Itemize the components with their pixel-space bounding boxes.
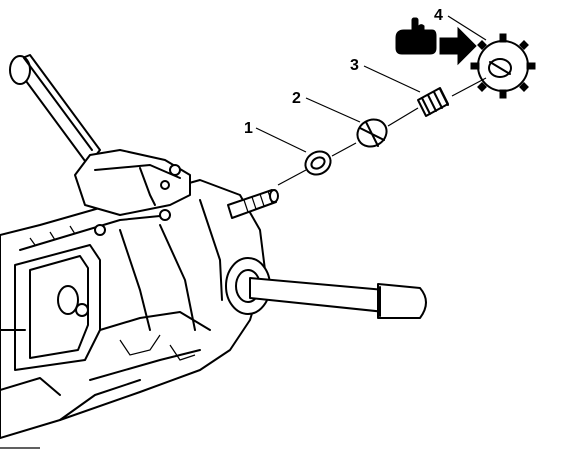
upper-bracket — [74, 149, 191, 216]
leader-3 — [363, 65, 421, 93]
direction-arrow-icon — [439, 26, 477, 66]
leader-1 — [255, 127, 307, 153]
callout-4: 4 — [434, 7, 443, 24]
upper-lever — [9, 54, 101, 166]
callout-1: 1 — [244, 120, 253, 137]
part-2-cam — [331, 118, 388, 157]
steering-shaft — [227, 189, 279, 219]
leader-2 — [305, 97, 361, 123]
column-housing — [0, 179, 266, 439]
multifunction-lever — [225, 257, 427, 319]
part-4-gear — [451, 33, 536, 99]
part-1-retaining-ring — [277, 150, 332, 186]
lubricate-hand-icon — [395, 17, 437, 55]
callout-2: 2 — [292, 90, 301, 107]
callout-3: 3 — [350, 57, 359, 74]
leader-4 — [447, 15, 487, 41]
part-3-spring — [387, 87, 449, 127]
